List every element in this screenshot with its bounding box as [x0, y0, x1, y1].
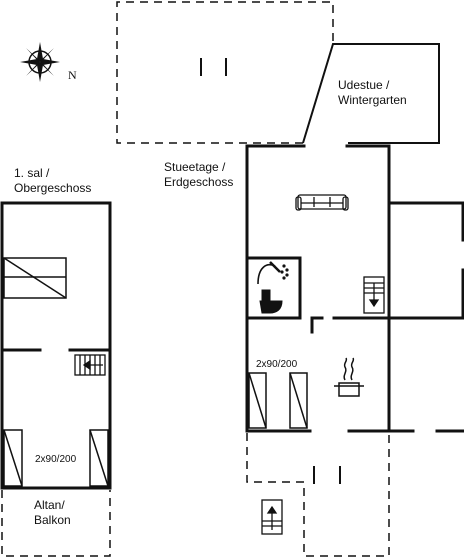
bed-size-first-label: 2x90/200 — [35, 454, 77, 465]
sunroom-label-line2: Wintergarten — [338, 93, 407, 107]
toilet-icon — [259, 289, 283, 314]
terrace-outline — [116, 1, 334, 144]
first-floor-bed-icon — [3, 429, 109, 487]
compass-north-label: N — [68, 68, 77, 82]
first-floor-label-line1: 1. sal / — [14, 166, 50, 180]
balcony-label-line2: Balkon — [34, 513, 71, 527]
shower-icon — [257, 261, 289, 285]
first-floor-walls — [0, 201, 112, 490]
roof-window — [3, 257, 67, 299]
balcony-outline — [1, 490, 111, 557]
terrace-gate — [200, 58, 227, 76]
first-floor-label-line2: Obergeschoss — [14, 181, 92, 195]
ground-floor-label-line2: Erdgeschoss — [164, 175, 234, 189]
ground-floor-label-line1: Stueetage / — [164, 160, 226, 174]
compass-rose-icon — [20, 42, 60, 82]
entry-gate — [313, 466, 341, 484]
first-floor-label: 1. sal / Obergeschoss — [14, 166, 91, 196]
bed-icon — [248, 372, 308, 429]
bed-size-ground-label: 2x90/200 — [256, 359, 298, 370]
balcony-label: Altan/ Balkon — [34, 498, 71, 528]
first-floor-stairs-icon — [74, 354, 106, 376]
sofa-icon — [295, 194, 349, 211]
entry-stairs-icon — [261, 499, 283, 535]
ground-floor-walls — [245, 144, 391, 433]
sunroom-label-line1: Udestue / — [338, 78, 390, 92]
entry-path — [246, 433, 390, 557]
balcony-label-line1: Altan/ — [34, 498, 65, 512]
sunroom-walls — [302, 43, 440, 144]
sunroom-label: Udestue / Wintergarten — [338, 78, 407, 108]
ground-floor-label: Stueetage / Erdgeschoss — [164, 160, 233, 190]
stove-icon — [334, 357, 364, 397]
stairs-icon — [363, 276, 385, 314]
annex-walls — [387, 201, 464, 433]
